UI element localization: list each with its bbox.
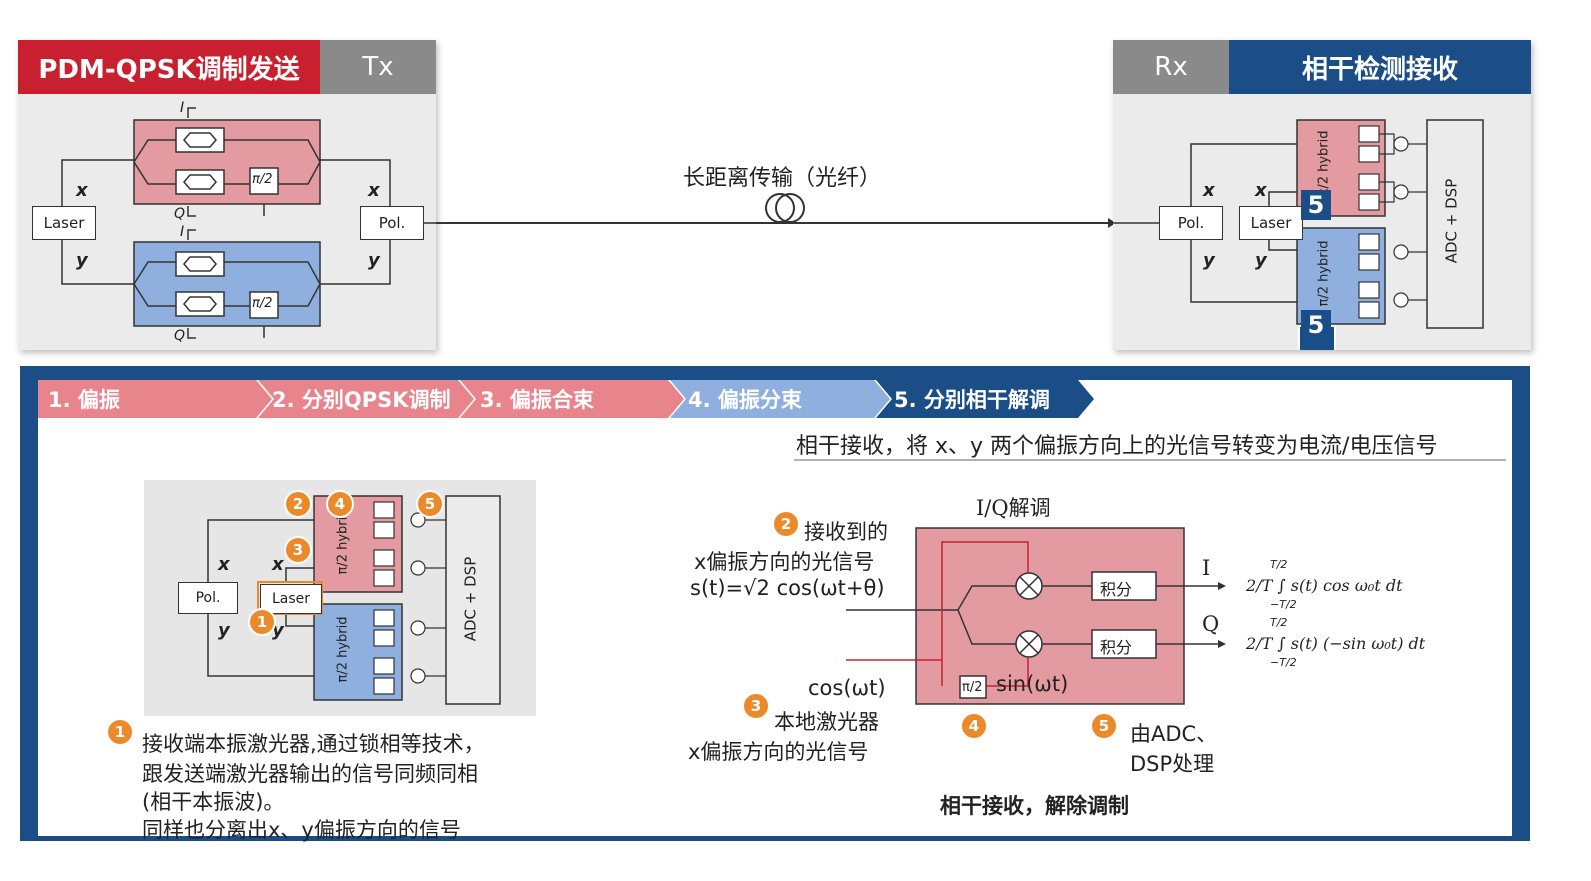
tx-diagram	[61, 107, 436, 339]
iq-lo-1: cos(ωt)	[808, 676, 886, 700]
step-2: 2. 分别QPSK调制	[272, 388, 451, 412]
iq-marker-2: 2	[772, 510, 800, 538]
iq-caption: 相干接收，解除调制	[940, 794, 1129, 818]
iq-out-2: DSP处理	[1130, 752, 1215, 776]
iq-Q: Q	[1202, 612, 1220, 636]
mini-receiver-lines	[207, 495, 501, 705]
mini-laser: Laser	[260, 584, 322, 614]
tx-pi2-x: π/2	[252, 172, 273, 187]
mini-marker-5: 5	[416, 490, 444, 518]
iq-marker-4: 4	[960, 712, 988, 740]
iq-pi2: π/2	[962, 680, 983, 695]
rx-marker-5-top: 5	[1301, 190, 1331, 220]
rx-diagram	[1113, 119, 1484, 350]
mini-marker-1: 1	[248, 608, 276, 636]
iq-out-1: 由ADC、	[1130, 722, 1218, 746]
tx-y-out: y	[368, 250, 380, 271]
iq-recv-1: 接收到的	[804, 520, 888, 544]
detail-section: 1. 偏振 2. 分别QPSK调制 3. 偏振合束 4. 偏振分束 5. 分别相…	[20, 366, 1530, 842]
mini-y1: y	[218, 620, 230, 641]
tx-y-in: y	[76, 250, 88, 271]
step-1: 1. 偏振	[48, 388, 120, 412]
iq-formula-q: 2/T ∫ s(t) (−sin ω₀t) dt	[1246, 634, 1426, 653]
rx-hybrid-label-x: π/2 hybrid	[1316, 130, 1332, 197]
iq-formula-i-top: T/2	[1270, 558, 1288, 571]
iq-formula-i: 2/T ∫ s(t) cos ω₀t dt	[1246, 576, 1403, 595]
iq-marker-5: 5	[1090, 712, 1118, 740]
iq-title: I/Q解调	[976, 496, 1051, 520]
note-line-2: 跟发送端激光器输出的信号同频同相	[142, 762, 478, 786]
tx-x-in: x	[76, 180, 88, 201]
iq-I: I	[1202, 556, 1211, 580]
tx-panel: PDM-QPSK调制发送 Tx	[18, 40, 436, 350]
iq-recv-3: s(t)=√2 cos(ωt+θ)	[690, 576, 885, 600]
note-marker-1: 1	[106, 718, 134, 746]
detail-inner: 1. 偏振 2. 分别QPSK调制 3. 偏振合束 4. 偏振分束 5. 分别相…	[38, 380, 1512, 842]
rx-title: 相干检测接收	[1229, 40, 1531, 94]
iq-formula-q-bot: −T/2	[1270, 656, 1297, 669]
tx-pol: Pol.	[360, 206, 424, 240]
tx-y-modulator	[133, 241, 321, 327]
iq-integ-i: 积分	[1100, 580, 1133, 599]
iq-formula-i-bot: −T/2	[1270, 598, 1297, 611]
step-5: 5. 分别相干解调	[894, 388, 1050, 412]
mini-adc: ADC + DSP	[461, 556, 480, 642]
mini-hybrid-x: π/2 hybrid	[335, 508, 351, 575]
tx-x-modulator	[133, 119, 321, 205]
rx-y-2: y	[1255, 250, 1267, 271]
iq-formula-q-top: T/2	[1270, 616, 1288, 629]
tx-q-label-y: Q	[174, 328, 186, 344]
iq-diagram	[846, 527, 1226, 705]
step-4: 4. 偏振分束	[688, 388, 802, 412]
mini-pol: Pol.	[178, 582, 238, 614]
mini-marker-2: 2	[284, 490, 312, 518]
rx-adc-box	[1426, 119, 1484, 329]
tx-title: PDM-QPSK调制发送	[18, 40, 320, 94]
rx-panel: Rx 相干检测接收 Pol. Laser x y x	[1113, 40, 1531, 350]
tx-pi2-y: π/2	[252, 296, 273, 311]
rx-pol: Pol.	[1159, 206, 1223, 240]
mini-x1: x	[218, 554, 230, 575]
tx-laser: Laser	[32, 206, 96, 240]
section-subtitle: 相干接收，将 x、y 两个偏振方向上的光信号转变为电流/电压信号	[796, 434, 1438, 459]
mini-hybrid-y: π/2 hybrid	[335, 616, 351, 683]
rx-hybrid-label-y: π/2 hybrid	[1316, 240, 1332, 307]
rx-tag: Rx	[1113, 40, 1229, 94]
mini-marker-4: 4	[326, 490, 354, 518]
rx-x-1: x	[1203, 180, 1215, 201]
note-line-4: 同样也分离出x、y偏振方向的信号	[142, 818, 461, 842]
iq-integ-q: 积分	[1100, 638, 1133, 657]
note-line-1: 接收端本振激光器,通过锁相等技术，	[142, 732, 485, 756]
step-bar	[38, 380, 1094, 418]
iq-marker-3: 3	[742, 692, 770, 720]
tx-x-out: x	[368, 180, 380, 201]
subtitle-underline	[794, 459, 1506, 461]
mini-marker-3: 3	[284, 536, 312, 564]
rx-laser: Laser	[1239, 206, 1303, 240]
tx-tag: Tx	[320, 40, 436, 94]
mini-y2: y	[272, 620, 284, 641]
tx-q-label-x: Q	[174, 206, 186, 222]
note-line-3: (相干本振波)。	[142, 790, 285, 814]
tx-i-label-x: I	[180, 100, 185, 116]
step-3: 3. 偏振合束	[480, 388, 594, 412]
iq-sin: sin(ωt)	[996, 672, 1069, 696]
fiber-link	[436, 193, 1116, 228]
rx-adc-label: ADC + DSP	[1442, 178, 1461, 264]
rx-y-1: y	[1203, 250, 1215, 271]
iq-recv-2: x偏振方向的光信号	[694, 550, 875, 574]
iq-lo-3: x偏振方向的光信号	[688, 740, 869, 764]
rx-x-2: x	[1255, 180, 1267, 201]
mini-receiver: Pol. Laser x y x y π/2 hybrid π/2 hybrid…	[144, 480, 536, 716]
rx-marker-5-bottom: 5	[1301, 310, 1331, 340]
tx-i-label-y: I	[180, 224, 185, 240]
fiber-label: 长距离传输（光纤）	[683, 166, 882, 191]
mini-x2: x	[272, 554, 284, 575]
iq-lo-2: 本地激光器	[774, 710, 879, 734]
